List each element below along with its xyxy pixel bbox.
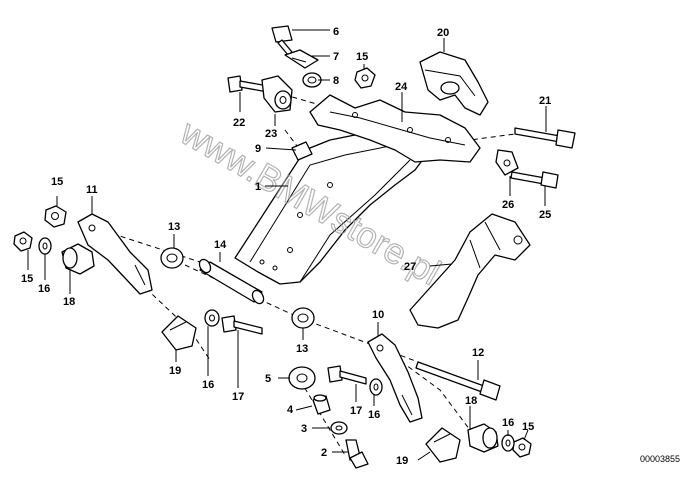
label-25: 25 [539,209,551,221]
label-14: 14 [214,239,227,251]
nut-part-9 [291,141,313,161]
nut-part-15-right [512,437,532,458]
label-6: 6 [333,26,339,38]
nut-part-15-left [13,231,33,252]
sleeve-part-14 [198,258,265,305]
washer-part-16-right [501,434,515,452]
part-labels: 6 7 8 15 20 24 21 22 23 9 1 26 25 27 15 … [21,26,551,467]
label-13-lower: 13 [296,343,308,355]
label-13-upper: 13 [168,221,180,233]
bracket-part-27 [409,213,531,329]
label-10: 10 [372,309,384,321]
label-27: 27 [404,261,416,273]
label-15-left: 15 [21,273,33,285]
bushing-part-13-lower [291,307,315,329]
bushing-part-23 [261,75,293,113]
bolt-part-21 [514,127,576,149]
lever-part-10 [367,333,423,423]
clamp-part-20 [419,51,489,116]
label-12: 12 [472,347,484,359]
plate-part-24 [309,94,481,163]
label-9: 9 [255,143,261,155]
bracket-part-19-left [161,315,197,351]
nut-part-15-upper-left [44,205,67,228]
label-5: 5 [265,373,271,385]
label-18-right: 18 [465,395,477,407]
screw-part-2 [345,439,369,469]
bracket-part-1 [234,127,431,285]
nut-part-15-top [354,67,376,89]
label-8: 8 [333,75,339,87]
label-17-left: 17 [232,391,244,403]
label-1: 1 [255,181,261,193]
washer-part-16-mid [204,309,220,327]
label-16-right: 16 [502,417,514,429]
label-2: 2 [321,447,327,459]
label-15-right: 15 [522,421,534,433]
label-16-mid: 16 [202,379,214,391]
label-21: 21 [539,95,551,107]
label-17-right: 17 [350,405,362,417]
clip-part-7 [284,49,319,69]
bolt-part-17-left [221,315,263,335]
label-19-right: 19 [396,455,408,467]
label-19-left: 19 [169,365,181,377]
leader-lines [27,29,547,461]
washer-part-16-left [38,237,52,255]
label-15-upper-left: 15 [51,176,63,188]
label-24: 24 [395,81,408,93]
grommet-part-5 [288,366,316,390]
label-16-center: 16 [368,409,380,421]
label-26: 26 [502,199,514,211]
lever-part-11 [77,213,153,295]
label-18-left: 18 [63,296,75,308]
bolt-part-22 [227,75,269,93]
label-22: 22 [233,117,245,129]
bushing-part-13-upper [160,247,184,269]
label-16-left: 16 [38,283,50,295]
bracket-part-19-right [425,427,461,463]
label-7: 7 [333,51,339,63]
washer-part-16-center [369,378,383,396]
mount-part-18-left [61,243,95,275]
reference-number: 00003855 [640,454,680,464]
washer-part-3 [330,421,348,435]
label-20: 20 [437,27,449,39]
bolt-part-17-right [327,365,367,385]
washer-part-26 [495,149,519,176]
bolt-part-25 [510,171,559,189]
label-3: 3 [301,423,307,435]
label-15-top: 15 [356,51,368,63]
label-11: 11 [86,184,98,196]
screw-part-6 [271,25,293,56]
bolt-part-12 [415,361,501,401]
sleeve-part-4 [312,394,331,415]
label-23: 23 [265,128,277,140]
mount-part-18-right [467,423,499,453]
label-4: 4 [287,404,294,416]
